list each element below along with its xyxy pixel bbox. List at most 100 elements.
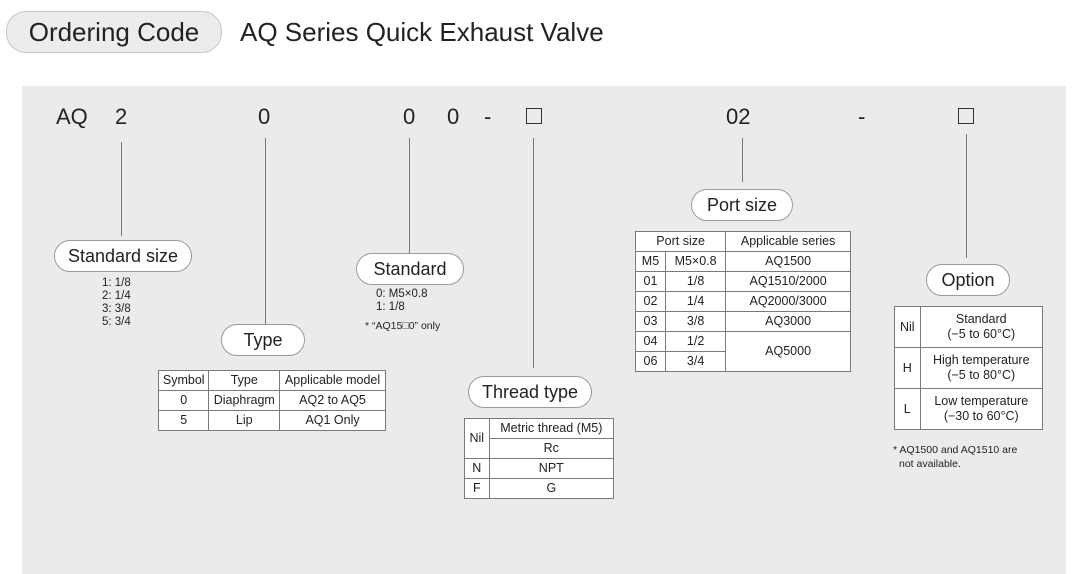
type-connector [265,138,266,324]
option-note-line: * AQ1500 and AQ1510 are [893,444,1018,456]
table-row: 03 3/8 AQ3000 [635,311,851,332]
table-row: M5 M5×0.8 AQ1500 [635,251,851,272]
table-header: Applicable series [725,231,851,252]
table-cell: High temperature (−5 to 80°C) [919,347,1044,389]
table-row: N NPT [464,458,615,479]
table-row: L Low temperature (−30 to 60°C) [894,388,1044,430]
table-cell: AQ1 Only [279,410,386,431]
table-row: 02 1/4 AQ2000/3000 [635,291,851,312]
table-cell: Nil [464,418,490,459]
table-cell: AQ2000/3000 [725,291,851,312]
option-desc: Low temperature [934,394,1029,408]
table-row: 5 Lip AQ1 Only [157,410,386,431]
thread-type-connector [533,138,534,368]
table-cell: 02 [635,291,666,312]
port-size-label: Port size [691,189,793,221]
code-standard-digit: 0 [403,104,416,129]
table-row: 0 Diaphragm AQ2 to AQ5 [157,390,386,411]
table-row: 04 1/2 AQ5000 [635,331,851,372]
standard-size-list: 1: 1/8 2: 1/4 3: 3/8 5: 3/4 [102,277,131,329]
option-connector [966,134,967,258]
standard-note: * “AQ15□0” only [365,320,441,332]
table-row: 01 1/8 AQ1510/2000 [635,271,851,292]
table-cell: AQ3000 [725,311,851,332]
table-cell: NPT [488,458,615,479]
option-table: Nil Standard (−5 to 60°C) H High tempera… [894,306,1044,430]
table-cell: H [894,347,921,389]
table-cell: 06 [635,351,666,372]
option-note-line: not available. [899,458,961,470]
option-range: (−5 to 80°C) [947,368,1016,382]
option-note: * AQ1500 and AQ1510 are not available. [893,443,1017,471]
table-cell: G [488,478,615,499]
thread-type-table: Nil Metric thread (M5) Rc N NPT F G [464,418,615,499]
option-desc: High temperature [932,353,1030,367]
standard-size-item: 2: 1/4 [102,290,131,302]
table-cell: 3/8 [664,311,727,332]
standard-label: Standard [356,253,464,285]
table-row: F G [464,478,615,499]
table-cell: 1/4 [664,291,727,312]
option-range: (−5 to 60°C) [947,327,1016,341]
table-cell: Lip [208,410,281,431]
code-size-digit: 2 [115,104,128,129]
table-cell: AQ2 to AQ5 [279,390,386,411]
table-cell: L [894,388,921,430]
table-cell: 3/4 [664,351,727,372]
table-cell: F [464,478,490,499]
table-header: Applicable model [279,370,386,391]
code-port-size: 02 [726,104,751,129]
ordering-code-badge: Ordering Code [6,11,222,53]
thread-type-label: Thread type [468,376,592,408]
port-size-table: Port size Applicable series M5 M5×0.8 AQ… [634,231,851,372]
port-size-connector [742,138,743,182]
table-cell: M5×0.8 [664,251,727,272]
table-cell: Metric thread (M5) [488,418,615,439]
table-cell: Diaphragm [208,390,281,411]
code-dash-2: - [858,104,866,129]
table-cell: AQ5000 [725,331,851,372]
option-placeholder-box [958,108,974,124]
table-cell: 0 [157,390,210,411]
table-cell: Low temperature (−30 to 60°C) [919,388,1044,430]
table-cell: 01 [635,271,666,292]
table-header-row: Symbol Type Applicable model [157,370,386,391]
table-cell: 03 [635,311,666,332]
option-range: (−30 to 60°C) [943,409,1019,423]
standard-size-item: 1: 1/8 [102,277,131,289]
code-type-digit: 0 [258,104,271,129]
standard-size-item: 3: 3/8 [102,303,131,315]
option-desc: Standard [955,312,1007,326]
standard-size-label: Standard size [54,240,192,272]
table-row: Nil Standard (−5 to 60°C) [894,306,1044,348]
table-cell: AQ1500 [725,251,851,272]
table-header: Port size [634,231,727,252]
standard-list: 0: M5×0.8 1: 1/8 [376,288,427,314]
table-row: H High temperature (−5 to 80°C) [894,347,1044,389]
thread-type-placeholder-box [526,108,542,124]
standard-size-item: 5: 3/4 [102,316,131,328]
table-header: Type [208,370,281,391]
option-label: Option [926,264,1010,296]
table-row: 06 3/4 [635,351,851,372]
standard-item: 0: M5×0.8 [376,288,428,300]
table-cell: M5 [635,251,666,272]
standard-size-connector [121,142,122,236]
code-fixed-digit: 0 [447,104,460,129]
table-cell: Nil [894,306,921,348]
table-cell: 1/2 [664,331,727,352]
standard-connector [409,138,410,254]
table-header-row: Port size Applicable series [634,231,851,252]
table-cell: 1/8 [664,271,727,292]
page-title: AQ Series Quick Exhaust Valve [240,17,604,47]
table-cell: Rc [488,438,615,459]
table-cell: AQ1510/2000 [725,271,851,292]
table-header: Symbol [157,370,210,391]
code-dash-1: - [484,104,492,129]
type-label: Type [221,324,305,356]
standard-item: 1: 1/8 [376,301,405,313]
type-table: Symbol Type Applicable model 0 Diaphragm… [157,370,386,431]
code-prefix: AQ [56,104,88,129]
table-cell: Standard (−5 to 60°C) [919,306,1044,348]
table-cell: 04 [635,331,666,352]
